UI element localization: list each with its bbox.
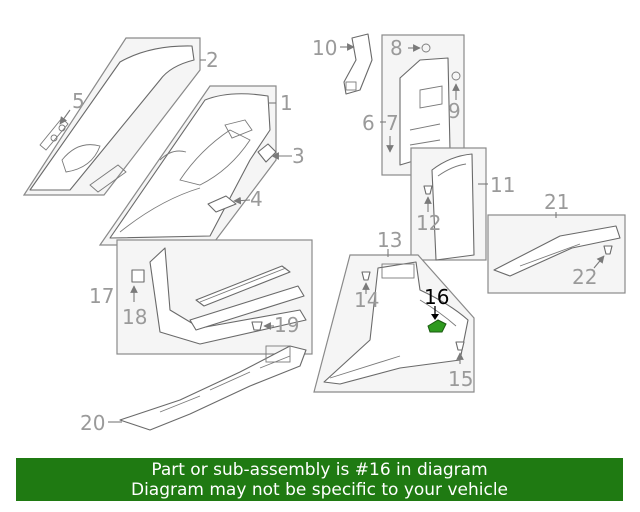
callout-2-label: 2 bbox=[206, 48, 219, 72]
callout-13-label: 13 bbox=[377, 228, 402, 252]
callout-17-label: 17 bbox=[89, 284, 114, 308]
callout-6-label: 6 bbox=[362, 111, 375, 135]
group-part-21 bbox=[487, 214, 626, 294]
banner-line-2: Diagram may not be specific to your vehi… bbox=[130, 479, 508, 500]
callout-15-label: 15 bbox=[448, 367, 473, 391]
callout-6-7: 6 7 bbox=[362, 111, 399, 153]
callout-4: 4 bbox=[207, 187, 263, 213]
callout-14: 14 bbox=[354, 271, 379, 312]
callout-16-label: 16 bbox=[424, 285, 449, 309]
callout-9-label: 9 bbox=[448, 99, 461, 123]
group-part-13 bbox=[313, 254, 475, 393]
callout-17: 17 bbox=[89, 284, 114, 308]
callout-18: 18 bbox=[122, 269, 147, 329]
callout-10: 10 bbox=[312, 36, 355, 60]
callout-3-label: 3 bbox=[292, 144, 305, 168]
group-part-10 bbox=[343, 33, 373, 95]
callout-21: 21 bbox=[544, 190, 569, 218]
callout-10-label: 10 bbox=[312, 36, 337, 60]
callout-8: 8 bbox=[390, 36, 431, 60]
callout-11-label: 11 bbox=[490, 173, 515, 197]
callout-19-label: 19 bbox=[274, 313, 299, 337]
group-part-20 bbox=[119, 345, 307, 431]
callout-21-label: 21 bbox=[544, 190, 569, 214]
group-part-17 bbox=[116, 239, 313, 355]
callout-8-label: 8 bbox=[390, 36, 403, 60]
callout-5-label: 5 bbox=[72, 89, 85, 113]
callout-12: 12 bbox=[416, 185, 441, 235]
callout-19: 19 bbox=[251, 313, 299, 337]
callout-20-label: 20 bbox=[80, 411, 105, 435]
callout-7-label: 7 bbox=[386, 111, 399, 135]
callout-16-highlight[interactable]: 16 bbox=[424, 285, 449, 333]
callout-1: 1 bbox=[268, 91, 293, 115]
callout-9: 9 bbox=[448, 71, 461, 123]
banner-line-1: Part or sub-assembly is #16 in diagram bbox=[151, 459, 488, 480]
callout-20: 20 bbox=[80, 411, 122, 435]
callout-12-label: 12 bbox=[416, 211, 441, 235]
callout-22-label: 22 bbox=[572, 265, 597, 289]
callout-18-label: 18 bbox=[122, 305, 147, 329]
callout-1-label: 1 bbox=[280, 91, 293, 115]
callout-5: 5 bbox=[59, 89, 85, 125]
callout-2: 2 bbox=[200, 48, 219, 72]
callout-3: 3 bbox=[257, 143, 305, 168]
group-part-2 bbox=[22, 37, 201, 196]
group-part-11 bbox=[410, 147, 487, 261]
callout-14-label: 14 bbox=[354, 288, 379, 312]
callout-4-label: 4 bbox=[250, 187, 263, 211]
callout-11: 11 bbox=[478, 173, 515, 197]
callout-13: 13 bbox=[377, 228, 402, 257]
info-banner: Part or sub-assembly is #16 in diagram D… bbox=[16, 458, 623, 501]
callout-22: 22 bbox=[572, 245, 613, 289]
callout-15: 15 bbox=[448, 341, 473, 391]
parts-diagram: 2 5 1 3 4 10 bbox=[22, 33, 626, 435]
